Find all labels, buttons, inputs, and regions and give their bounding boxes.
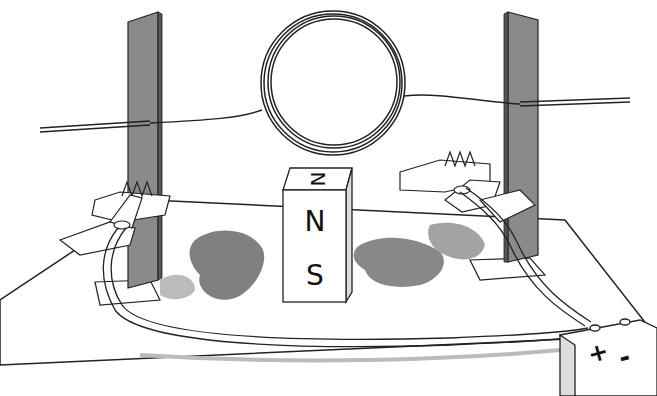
binding-clamp (60, 182, 170, 255)
shadow-patch (160, 275, 195, 299)
binding-clamp (400, 152, 535, 222)
left-support (128, 12, 158, 288)
coil (40, 11, 630, 155)
pole-letter: S (306, 262, 324, 290)
right-support (508, 12, 538, 262)
bar-magnet (283, 168, 352, 302)
battery (560, 319, 657, 396)
shadow-patch (428, 223, 485, 260)
shadow-patch (190, 231, 265, 300)
shadow-patch (354, 238, 444, 287)
pole-letter: N (305, 208, 326, 236)
pole-letter: N (308, 172, 328, 187)
